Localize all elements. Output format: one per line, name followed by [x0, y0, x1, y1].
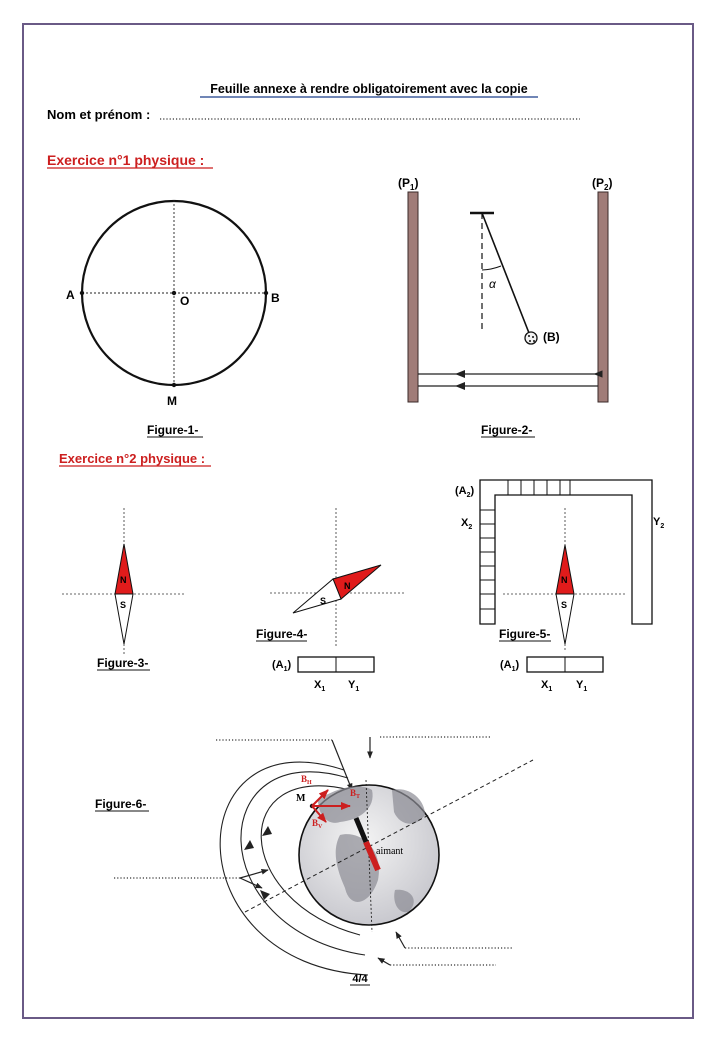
point-B: [263, 290, 269, 296]
leader-5: [377, 957, 391, 966]
fig4-A1-label: (A1): [272, 659, 292, 673]
figure-4-caption: Figure-4-: [256, 627, 307, 641]
fig3-needle-north: [114, 543, 134, 595]
figure-6: Figure-6- aimant: [95, 736, 534, 976]
continent-4: [394, 889, 414, 913]
fig5-coil-segments: [480, 480, 571, 610]
sheet-title: Feuille annexe à rendre obligatoirement …: [210, 82, 528, 96]
fig5-north-label: N: [561, 575, 568, 585]
figure-4: N S Figure-4- (A1) X1 Y1: [256, 508, 406, 693]
field-arrowhead-lower: [455, 382, 465, 390]
label-ball-B: (B): [543, 330, 560, 344]
figure-2: (P1) (P2) α (B) Figure-2-: [398, 176, 612, 438]
figure-5: (A2) X2 Y2 N S Figure-5- (A1) X1 Y1: [455, 479, 664, 693]
label-A: A: [66, 288, 75, 302]
fig5-X1-label: X1: [541, 679, 552, 693]
label-P1: (P1): [398, 176, 418, 192]
fig5-needle-north: [555, 544, 575, 595]
leader-4: [395, 931, 406, 949]
angle-alpha: α: [489, 277, 497, 291]
page-number: 4/4: [352, 973, 368, 985]
fig5-Y1-label: Y1: [576, 679, 587, 693]
angle-arc: [481, 265, 502, 271]
plate-P1: [407, 191, 419, 403]
fig3-needle-south: [114, 593, 134, 645]
label-BV: BV: [312, 818, 323, 830]
magnet-south-end: [353, 817, 369, 843]
field-loop-3: [219, 761, 369, 976]
label-M: M: [167, 394, 177, 408]
charged-ball: [524, 331, 538, 345]
fig5-A2-label: (A2): [455, 485, 475, 499]
figure-2-caption: Figure-2-: [481, 423, 532, 437]
pendulum-thread: [481, 212, 530, 334]
figure-5-caption: Figure-5-: [499, 627, 550, 641]
fig4-needle-north: [332, 564, 382, 600]
label-BH: BH: [301, 774, 312, 786]
magnet-north-end: [363, 840, 381, 872]
figure-1-caption: Figure-1-: [147, 423, 198, 437]
leader-1: [331, 739, 353, 791]
plate-P2: [597, 191, 609, 403]
fig5-X2-label: X2: [461, 517, 472, 531]
label-BT: BT: [350, 788, 360, 800]
page-border: [22, 23, 694, 1019]
fig5-A1-label: (A1): [500, 659, 520, 673]
leader-3a: [239, 869, 269, 879]
magnet-label: aimant: [376, 846, 403, 857]
figure-6-caption: Figure-6-: [95, 797, 146, 811]
fig5-Y2-label: Y2: [653, 516, 664, 530]
field-loop-2: [240, 771, 366, 956]
point-O: [171, 290, 177, 296]
leader-3b: [239, 877, 263, 889]
continent-2: [392, 789, 425, 824]
fig4-Y1-label: Y1: [348, 679, 359, 693]
magnetic-axis-line: [244, 759, 534, 913]
fig3-south-label: S: [120, 600, 126, 610]
field-arrowhead-upper: [455, 370, 465, 378]
point-M: [171, 382, 177, 388]
fig4-needle-south: [292, 578, 342, 614]
label-B: B: [271, 291, 280, 305]
name-label: Nom et prénom :: [47, 107, 150, 122]
fig4-south-label: S: [320, 596, 326, 606]
fig5-needle-south: [555, 593, 575, 645]
fig4-north-label: N: [344, 581, 351, 591]
label-O: O: [180, 294, 189, 308]
figure-3-caption: Figure-3-: [97, 656, 148, 670]
point-A: [79, 290, 85, 296]
fig5-wire-A2: [479, 479, 653, 625]
label-P2: (P2): [592, 176, 612, 192]
fig6-label-M: M: [296, 793, 306, 804]
fig4-X1-label: X1: [314, 679, 325, 693]
figure-1: A O B M Figure-1-: [66, 199, 280, 438]
figure-3: N S Figure-3-: [62, 508, 186, 671]
fig5-south-label: S: [561, 600, 567, 610]
vector-BT: [311, 789, 329, 807]
exercise2-heading: Exercice n°2 physique :: [59, 451, 205, 466]
field-loop-1: [260, 785, 361, 936]
fig3-north-label: N: [120, 575, 127, 585]
exercise1-heading: Exercice n°1 physique :: [47, 152, 204, 168]
vector-BV: [311, 805, 327, 823]
